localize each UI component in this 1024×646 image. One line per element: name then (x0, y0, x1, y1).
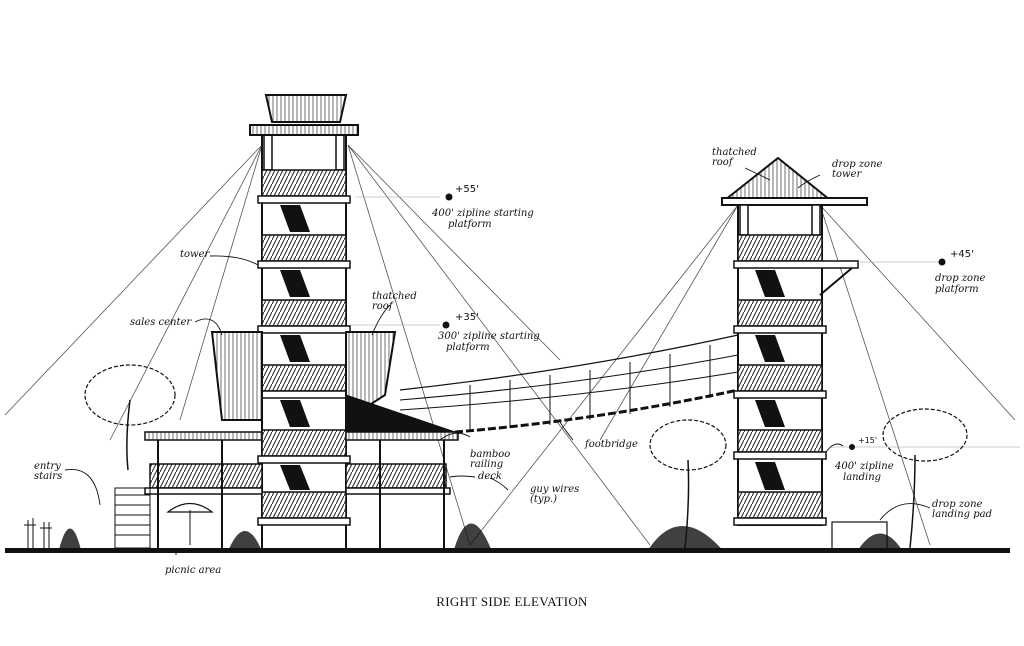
elevation-value-35: +35' (455, 312, 479, 323)
label-footbridge: footbridge (585, 439, 638, 450)
label-drop-zone-landing-pad: drop zone landing pad (932, 499, 992, 520)
label-tower: tower (180, 249, 210, 260)
vegetation (24, 364, 968, 549)
label-400-zipline-landing: 400' zipline (835, 461, 894, 472)
label-bamboo-railing: bamboo railing (470, 449, 511, 470)
label-300-zipline-start-platform: platform (446, 342, 490, 353)
label-entry-stairs: entry stairs (34, 461, 63, 482)
drop-zone-tower (721, 156, 888, 551)
guy-wires (4, 144, 1016, 546)
elevation-value-55: +55' (455, 184, 479, 195)
label-400-zipline-landing-2: landing (843, 472, 882, 483)
leader-lines (64, 167, 931, 555)
sales-center (114, 331, 459, 550)
label-picnic-area: picnic area (165, 565, 222, 576)
ground-line (5, 548, 1010, 553)
label-deck: deck (478, 471, 502, 482)
label-400-zipline-start-platform: platform (448, 219, 492, 230)
label-guy-wires: guy wires (typ.) (530, 484, 580, 505)
elevation-value-45: +45' (950, 249, 974, 260)
drawing-caption: RIGHT SIDE ELEVATION (436, 594, 588, 609)
label-thatched-roof-left: thatched roof (372, 291, 417, 312)
label-thatched-roof-right: thatched roof (712, 147, 757, 168)
label-sales-center: sales center (130, 317, 192, 328)
label-drop-zone-tower: drop zone tower (832, 159, 883, 180)
label-drop-zone-platform: platform (935, 284, 979, 295)
label-drop-zone: drop zone (935, 273, 986, 284)
footbridge (399, 334, 739, 434)
elevation-value-15: +15' (858, 436, 878, 445)
label-400-zipline-start: 400' zipline starting (432, 208, 534, 219)
label-300-zipline-start: 300' zipline starting (438, 331, 540, 342)
elevation-marker-symbols (442, 193, 946, 450)
left-tower (249, 94, 359, 551)
